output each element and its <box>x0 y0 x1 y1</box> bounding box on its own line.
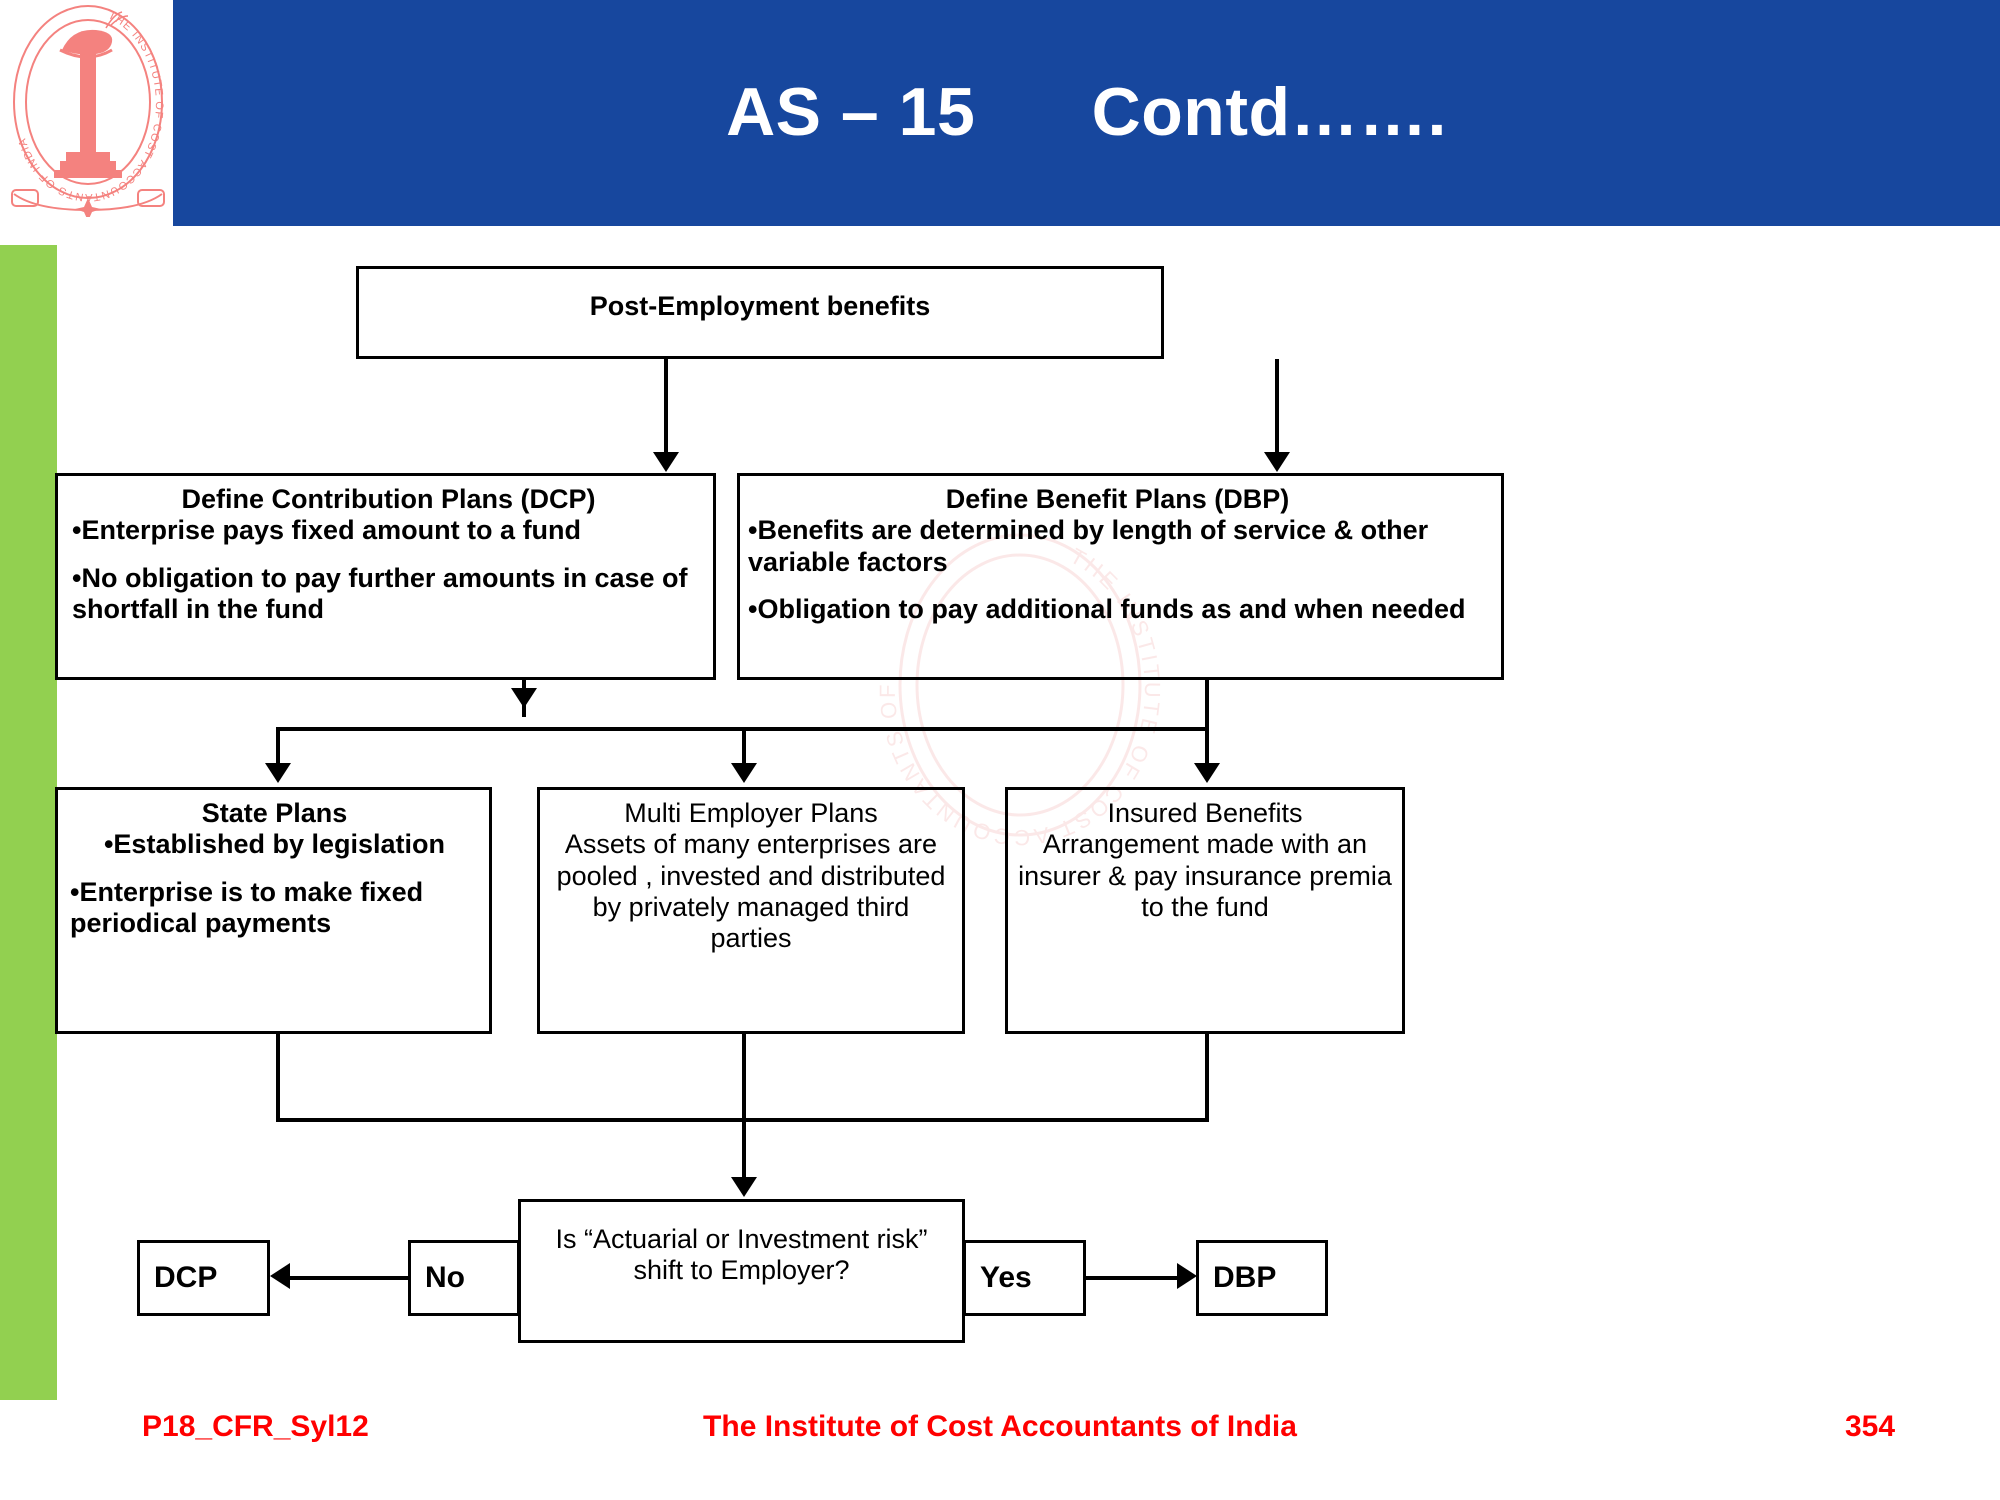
connector-distribution-bar <box>276 727 1207 731</box>
box-post-employment-benefits: Post-Employment benefits <box>356 266 1164 359</box>
connector-dbp-stub <box>1205 679 1209 729</box>
dcp-bullet-1: •Enterprise pays fixed amount to a fund <box>72 515 582 546</box>
outcome-dcp-label: DCP <box>154 1261 218 1294</box>
box-multi-employer-plans: Multi Employer Plans Assets of many ente… <box>537 787 965 1034</box>
box-define-benefit-plans: Define Benefit Plans (DBP) •Benefits are… <box>737 473 1504 680</box>
box-outcome-dbp: DBP <box>1196 1240 1328 1316</box>
dbp-bullet-1: •Benefits are determined by length of se… <box>748 515 1429 577</box>
insured-benefits-body: Arrangement made with an insurer & pay i… <box>1018 829 1392 922</box>
dcp-bullet-2: •No obligation to pay further amounts in… <box>72 562 688 624</box>
connector-no-to-dcp <box>288 1276 410 1280</box>
no-label: No <box>425 1261 465 1294</box>
arrow-no-to-dcp <box>270 1263 290 1289</box>
outcome-dbp-label: DBP <box>1213 1261 1277 1294</box>
connector-collector-bar <box>276 1118 1209 1122</box>
arrow-bar-to-state <box>265 763 291 783</box>
dbp-bullet-2: •Obligation to pay additional funds as a… <box>748 593 1466 624</box>
box-outcome-dcp: DCP <box>137 1240 270 1316</box>
header-bar <box>173 0 2000 226</box>
dbp-title: Define Benefit Plans (DBP) <box>945 484 1290 514</box>
arrow-bar-to-insured <box>1194 763 1220 783</box>
arrow-yes-to-dbp <box>1177 1263 1197 1289</box>
footer-subject-code: P18_CFR_Syl12 <box>142 1410 369 1443</box>
institute-seal-logo: THE INSTITUTE OF COST ACCOUNTANTS OF IND… <box>4 2 172 217</box>
decision-line-1: Is “Actuarial or Investment risk” <box>555 1224 928 1254</box>
footer-page-number: 354 <box>1845 1410 1896 1443</box>
insured-benefits-title: Insured Benefits <box>1107 798 1303 828</box>
box-state-plans: State Plans •Established by legislation … <box>55 787 492 1034</box>
arrow-bar-to-multi <box>731 763 757 783</box>
state-plans-bullet-1: •Established by legislation <box>103 829 446 860</box>
box-no-branch: No <box>408 1240 520 1316</box>
arrow-dcp-stub <box>511 688 537 708</box>
connector-bar-to-multi <box>742 727 746 765</box>
left-green-band <box>0 245 57 1400</box>
connector-multi-down <box>742 1034 746 1180</box>
yes-label: Yes <box>980 1261 1032 1294</box>
arrow-into-decision <box>731 1177 757 1197</box>
connector-bar-to-insured <box>1205 727 1209 765</box>
connector-state-down <box>276 1034 280 1118</box>
connector-yes-to-dbp <box>1086 1276 1178 1280</box>
box-define-contribution-plans: Define Contribution Plans (DCP) •Enterpr… <box>55 473 716 680</box>
arrow-post-to-dbp <box>1264 452 1290 472</box>
arrow-post-to-dcp <box>653 452 679 472</box>
state-plans-title: State Plans <box>201 798 348 828</box>
box-decision-risk-shift: Is “Actuarial or Investment risk” shift … <box>518 1199 965 1343</box>
page-title: AS – 15 Contd……. <box>726 74 1447 150</box>
state-plans-bullet-2: •Enterprise is to make fixed periodical … <box>70 876 424 938</box>
dcp-title: Define Contribution Plans (DCP) <box>181 484 596 514</box>
footer-institute-name: The Institute of Cost Accountants of Ind… <box>703 1410 1297 1443</box>
box-insured-benefits: Insured Benefits Arrangement made with a… <box>1005 787 1405 1034</box>
decision-line-2: shift to Employer? <box>633 1255 850 1286</box>
connector-post-to-dcp-vertical <box>664 359 668 453</box>
multi-employer-body: Assets of many enterprises are pooled , … <box>556 829 946 954</box>
multi-employer-title: Multi Employer Plans <box>624 798 878 828</box>
connector-insured-down <box>1205 1034 1209 1118</box>
footer: P18_CFR_Syl12 The Institute of Cost Acco… <box>0 1410 2000 1470</box>
connector-bar-to-state <box>276 727 280 765</box>
connector-post-to-dbp-vertical <box>1275 359 1279 453</box>
box-yes-branch: Yes <box>963 1240 1086 1316</box>
post-employment-title: Post-Employment benefits <box>589 291 931 321</box>
